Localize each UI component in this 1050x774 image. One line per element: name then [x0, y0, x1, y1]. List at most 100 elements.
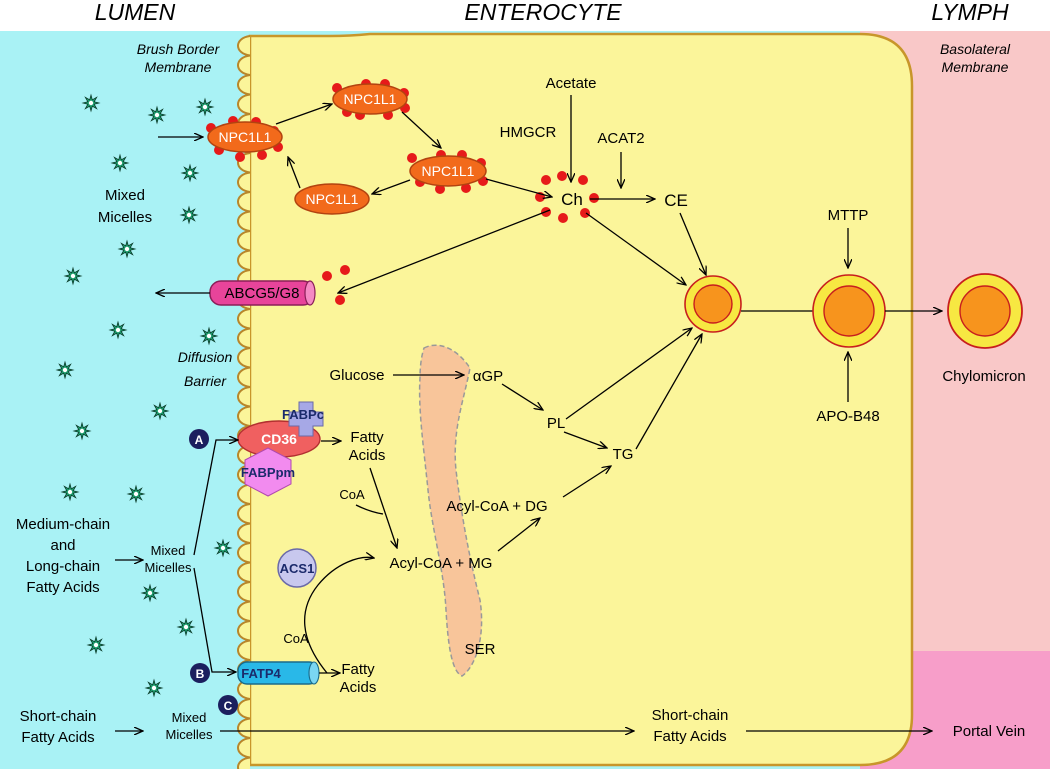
chylomicron-label: Chylomicron: [942, 368, 1025, 385]
arrow-ce-to-particle: [679, 212, 706, 275]
coa-1-label: CoA: [339, 487, 365, 502]
fatty-acids-1-line2: Acids: [349, 447, 386, 464]
short-chain-right-line2: Fatty Acids: [653, 728, 726, 745]
coa-1-curve: [355, 504, 384, 515]
npc1l1-endocytic: [332, 83, 408, 115]
fabpc-label: FABPc: [282, 407, 324, 422]
diffusion-barrier-label-line2: Barrier: [184, 373, 227, 389]
arrow-tg-to-particle: [635, 334, 702, 450]
fatp4-cap: [308, 661, 320, 685]
arrow-micelles-to-cd36: [193, 440, 238, 556]
medium-long-line1: Medium-chain: [16, 516, 110, 533]
lymph-title: LYMPH: [931, 0, 1009, 25]
arrow-vesicle-to-ch: [485, 178, 552, 197]
portal-vein-label: Portal Vein: [953, 723, 1026, 740]
npc1l1-membrane-label: NPC1L1: [219, 129, 272, 145]
abcg5-g8-label: ABCG5/G8: [224, 285, 299, 302]
npc1l1-endocytic-label: NPC1L1: [344, 91, 397, 107]
arrow-endocytic-to-vesicle: [401, 111, 441, 148]
abcg5-g8-cap: [304, 280, 316, 306]
acs1-enzyme: [277, 548, 317, 588]
arrow-vesicle-to-recycled: [372, 179, 411, 194]
arrow-recycled-to-membrane: [288, 157, 301, 189]
fabpc-cross: [288, 401, 324, 437]
pathway-marker-c: [218, 695, 238, 715]
pathway-marker-b: [190, 663, 210, 683]
micelle-star-center: [133, 491, 139, 497]
nascent-particle-1-core: [693, 284, 733, 324]
cholesterol-dot: [557, 171, 567, 181]
mixed-micelles-top-line2: Micelles: [98, 209, 152, 226]
medium-long-line3: Long-chain: [26, 558, 100, 575]
cholesterol-dot: [335, 295, 345, 305]
pathway-marker-b-label: B: [196, 667, 205, 681]
cholesterol-dot: [558, 213, 568, 223]
micelle-star-center: [62, 367, 68, 373]
fatty-acids-1-line1: Fatty: [350, 429, 384, 446]
ser-label: SER: [465, 641, 496, 658]
cholesterol-dot: [407, 153, 417, 163]
micelle-star-center: [220, 545, 226, 551]
arrow-dg-to-tg: [562, 466, 611, 498]
arrow-ch-to-abcg5g8: [338, 209, 551, 293]
cd36-label: CD36: [261, 431, 297, 447]
acs1-label: ACS1: [280, 561, 315, 576]
micelle-star-center: [206, 333, 212, 339]
cholesterol-dot: [589, 193, 599, 203]
glucose-label: Glucose: [329, 367, 384, 384]
enterocyte-title: ENTEROCYTE: [464, 0, 622, 25]
ch-label: Ch: [561, 190, 583, 209]
arrow-npc1l1-to-endocytic: [275, 104, 332, 125]
micelle-star-center: [93, 642, 99, 648]
micelle-star-center: [151, 685, 157, 691]
cholesterol-dot: [340, 265, 350, 275]
arrow-ch-to-particle: [585, 212, 686, 285]
mixed-micelles-mid-line2: Micelles: [145, 560, 192, 575]
short-chain-left-line1: Short-chain: [20, 708, 97, 725]
lumen-region: [0, 31, 250, 769]
coa-2-label: CoA: [283, 631, 309, 646]
pathway-marker-c-label: C: [224, 699, 233, 713]
acyl-coa-mg-label: Acyl-CoA + MG: [390, 555, 493, 572]
short-chain-left-line2: Fatty Acids: [21, 729, 94, 746]
tg-label: TG: [613, 446, 634, 463]
basolateral-label-line1: Basolateral: [940, 41, 1011, 57]
micelle-star-center: [183, 624, 189, 630]
npc1l1-vesicle: [409, 155, 487, 187]
fatp4-label: FATP4: [241, 666, 281, 681]
mixed-micelles-bottom-line2: Micelles: [166, 727, 213, 742]
mixed-micelles-mid-line1: Mixed: [151, 543, 186, 558]
medium-long-line4: Fatty Acids: [26, 579, 99, 596]
micelle-star-center: [157, 408, 163, 414]
mttp-label: MTTP: [828, 207, 869, 224]
micelle-star-center: [186, 212, 192, 218]
pl-label: PL: [547, 415, 565, 432]
chylomicron-core: [959, 285, 1011, 337]
micelle-star-center: [88, 100, 94, 106]
arrow-fatty-acids-to-acyl-coa: [369, 467, 397, 548]
enterocyte-cell: [248, 32, 914, 767]
cholesterol-dot: [580, 208, 590, 218]
cholesterol-dot: [322, 271, 332, 281]
hmgcr-label: HMGCR: [500, 124, 557, 141]
arrow-agp-to-pl: [501, 383, 543, 410]
acetate-label: Acetate: [546, 75, 597, 92]
cholesterol-dot: [235, 152, 245, 162]
micelle-star-center: [70, 273, 76, 279]
mixed-micelle-stars: [55, 93, 233, 698]
mixed-micelles-bottom-line1: Mixed: [172, 710, 207, 725]
npc1l1-recycled: [294, 183, 370, 215]
ser-organelle: [418, 344, 483, 677]
brush-border-label-line2: Membrane: [145, 59, 212, 75]
arrow-pl-to-particle: [565, 328, 692, 420]
micelle-star-center: [202, 104, 208, 110]
micelle-star-center: [147, 590, 153, 596]
fabppm-hexagon: [244, 447, 292, 497]
brush-border-label-line1: Brush Border: [137, 41, 221, 57]
micelle-star-center: [117, 160, 123, 166]
acs1-loop-curve: [303, 557, 374, 674]
cholesterol-dot: [257, 150, 267, 160]
pathway-marker-a-label: A: [195, 433, 204, 447]
